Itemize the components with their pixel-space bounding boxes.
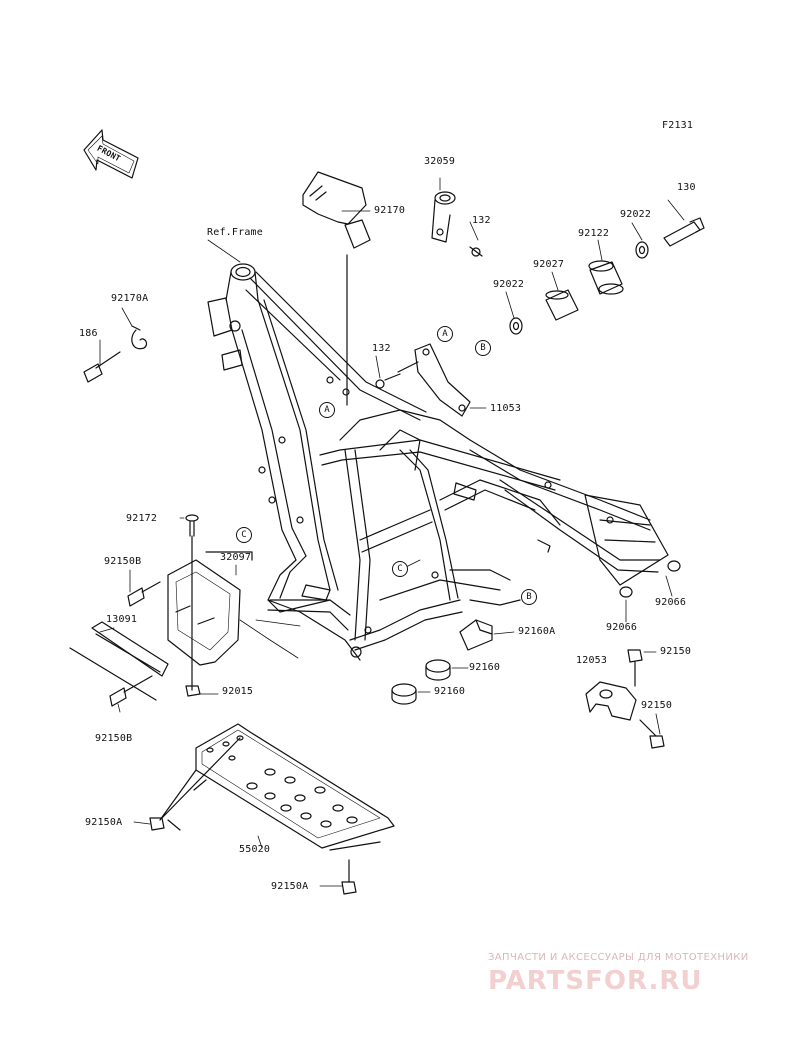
watermark-logo: PARTSFOR.RU — [488, 966, 703, 996]
screw-92172 — [185, 514, 199, 691]
part-label-92170: 92170 — [374, 205, 406, 216]
diagram-code: F2131 — [662, 120, 694, 131]
washer-92022-left — [509, 317, 523, 335]
callout-b: B — [475, 340, 491, 356]
grommet-92066-right — [667, 560, 681, 572]
callout-c: C — [392, 561, 408, 577]
part-label-92150-bottom: 92150 — [641, 700, 673, 711]
part-label-11053: 11053 — [490, 403, 522, 414]
front-arrow-icon — [83, 129, 139, 179]
part-label-92160A: 92160A — [518, 626, 556, 637]
part-label-32059: 32059 — [424, 156, 456, 167]
part-label-92150A-bottom: 92150A — [271, 881, 309, 892]
bolt-92150A-bottom — [341, 859, 357, 895]
part-label-92022-left: 92022 — [493, 279, 525, 290]
grommet-92066-left — [619, 586, 633, 598]
callout-a: A — [437, 326, 453, 342]
watermark-tagline: ЗАПЧАСТИ И АКСЕССУАРЫ ДЛЯ МОТОТЕХНИКИ — [488, 952, 749, 963]
washer-92022-right — [635, 241, 649, 259]
part-label-13091: 13091 — [106, 614, 138, 625]
part-label-92150-top: 92150 — [660, 646, 692, 657]
part-label-92027: 92027 — [533, 259, 565, 270]
skid-plate-55020 — [159, 723, 395, 851]
part-label-12053: 12053 — [576, 655, 608, 666]
bracket-11053 — [375, 343, 471, 417]
part-label-92150A-left: 92150A — [85, 817, 123, 828]
ref-frame-label: Ref.Frame — [207, 227, 263, 238]
part-label-130: 130 — [677, 182, 696, 193]
part-label-186: 186 — [79, 328, 98, 339]
callout-a: A — [319, 402, 335, 418]
bolt-92150B-bottom — [109, 675, 153, 707]
bolt-92150A-left — [149, 817, 165, 831]
part-label-92150B-bottom: 92150B — [95, 733, 133, 744]
part-label-92066-left: 92066 — [606, 622, 638, 633]
part-label-92170A: 92170A — [111, 293, 149, 304]
bolt-130 — [663, 217, 705, 247]
stay-32059 — [431, 191, 483, 257]
bracket-92170 — [302, 171, 371, 406]
bracket-92160A — [459, 619, 493, 651]
leader-lines — [99, 177, 685, 887]
callout-b: B — [521, 589, 537, 605]
part-label-132-mid: 132 — [372, 343, 391, 354]
bolt-92150-bottom — [639, 719, 665, 749]
part-label-92150B-top: 92150B — [104, 556, 142, 567]
cap-92160-b — [391, 683, 417, 705]
collar-92027 — [545, 289, 579, 321]
collar-92122 — [588, 260, 624, 295]
motorcycle-frame — [207, 263, 669, 661]
bolt-186 — [83, 351, 121, 383]
mount-12053 — [585, 681, 637, 721]
bolt-92150B-top — [127, 581, 161, 607]
bolt-92150-top — [627, 649, 643, 687]
part-label-92172: 92172 — [126, 513, 158, 524]
part-label-92122: 92122 — [578, 228, 610, 239]
part-label-132-top: 132 — [472, 215, 491, 226]
part-label-92022-right: 92022 — [620, 209, 652, 220]
callout-c: C — [236, 527, 252, 543]
part-label-32097: 32097 — [220, 552, 252, 563]
clamp-92170A — [131, 325, 148, 350]
part-label-92160-b: 92160 — [434, 686, 466, 697]
part-label-92066-right: 92066 — [655, 597, 687, 608]
part-label-92160-a: 92160 — [469, 662, 501, 673]
guard-13091 — [69, 621, 169, 701]
nut-92015 — [185, 685, 201, 697]
part-label-92015: 92015 — [222, 686, 254, 697]
plate-32097 — [167, 551, 253, 666]
part-label-55020: 55020 — [239, 844, 271, 855]
cap-92160-a — [425, 659, 451, 681]
